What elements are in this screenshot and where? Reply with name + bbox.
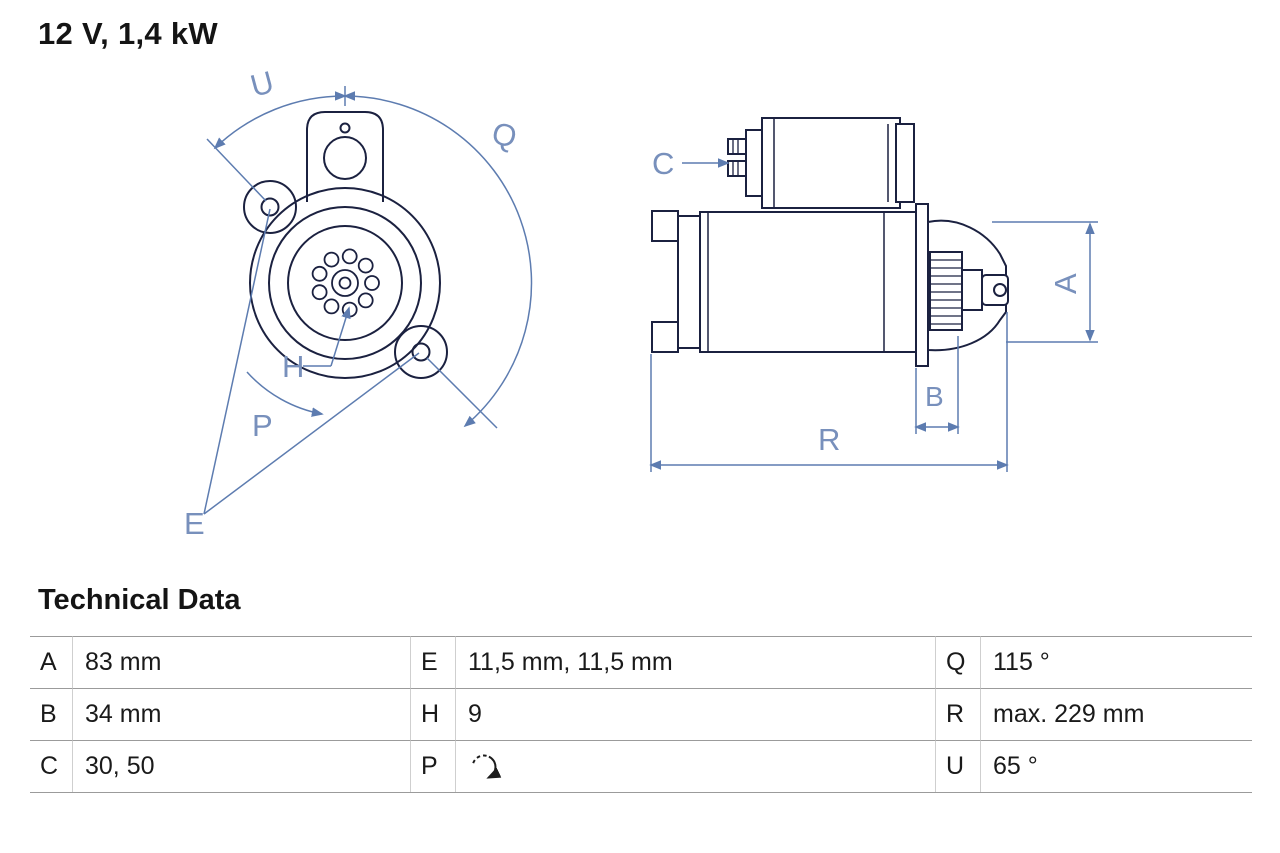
table-key: A [30, 636, 72, 688]
solenoid-step [745, 129, 763, 197]
technical-data-table: A 83 mm E 11,5 mm, 11,5 mm Q 115 ° B 34 … [30, 636, 1252, 793]
extension-line-ear-right [426, 357, 498, 429]
tab-hole [323, 136, 367, 180]
mounting-flange [915, 203, 929, 367]
table-value: 115 ° [980, 636, 1252, 688]
table-key: U [935, 740, 980, 792]
tab-small-hole [339, 122, 351, 134]
table-key: P [410, 740, 455, 792]
flange-outline [249, 187, 441, 379]
pinion-side [929, 251, 963, 331]
dimension-label-u: U [247, 64, 278, 104]
dimension-arc-u [213, 91, 347, 150]
pinion-gear [311, 248, 380, 318]
flange-ear-left [243, 180, 297, 234]
dimension-label-q: Q [488, 115, 520, 155]
solenoid-body [761, 117, 901, 209]
dimension-label-a: A [1048, 273, 1083, 294]
table-key: E [410, 636, 455, 688]
dimension-label-c: C [652, 146, 674, 181]
shaft-end-detail [993, 283, 1007, 297]
front-view [243, 111, 448, 379]
table-key: C [30, 740, 72, 792]
leader-e-1 [203, 208, 271, 515]
technical-drawing: U Q C A H P B R E [184, 64, 1098, 541]
solenoid-cap [895, 123, 915, 203]
dimension-arc-p [246, 371, 324, 417]
table-value: 65 ° [980, 740, 1252, 792]
table-value: 83 mm [72, 636, 410, 688]
dimension-label-b: B [925, 381, 944, 412]
ear-hole-left [260, 197, 280, 217]
table-value: 9 [455, 688, 935, 740]
table-key: H [410, 688, 455, 740]
lug-bottom [651, 321, 679, 353]
dimension-label-p: P [252, 408, 273, 443]
terminal-lower [727, 160, 747, 177]
lug-top [651, 210, 679, 242]
table-key: Q [935, 636, 980, 688]
leader-h-2 [330, 306, 351, 367]
table-value: 11,5 mm, 11,5 mm [455, 636, 935, 688]
table-key: B [30, 688, 72, 740]
shaft [961, 269, 983, 311]
dimension-arc-q [343, 91, 533, 428]
table-value: max. 229 mm [980, 688, 1252, 740]
terminal-upper [727, 138, 747, 155]
leader-e-2 [203, 352, 420, 515]
table-value: 34 mm [72, 688, 410, 740]
side-view [651, 117, 1009, 367]
dimension-label-h: H [282, 349, 304, 384]
dimensions [203, 86, 1098, 515]
table-value-rotation [455, 740, 935, 792]
page-title: 12 V, 1,4 kW [38, 16, 218, 51]
boss-ring-outer [268, 206, 422, 360]
table-value: 30, 50 [72, 740, 410, 792]
rotation-clockwise-icon [472, 754, 502, 779]
table-key: R [935, 688, 980, 740]
end-shield [677, 215, 701, 349]
table-heading: Technical Data [38, 584, 241, 616]
dimension-label-e: E [184, 506, 205, 541]
dimension-label-r: R [818, 422, 840, 457]
extension-line-ear-left [206, 138, 267, 202]
